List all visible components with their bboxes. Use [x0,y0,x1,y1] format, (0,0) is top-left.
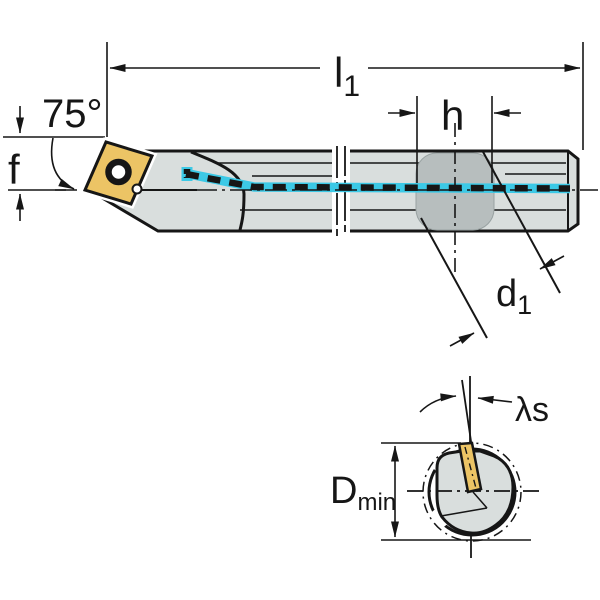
lambda-arrow-right [477,395,513,404]
dmin-label: Dmin [330,470,396,516]
coolant-hidden-line [185,170,571,192]
entering-angle-arc [50,137,75,190]
lambda-arrow-left [419,393,457,413]
d1-tangent-line-left [420,217,488,339]
dimension-dmin: Dmin [330,442,531,541]
insert-side-view [79,137,158,209]
tool-side-view [55,123,598,273]
f-label: f [8,146,20,193]
d1-arrow-left [449,332,475,347]
h-label: h [441,92,464,139]
dimension-f: f [3,106,105,221]
insert-screw-hole [105,158,132,186]
circle-gap-lower [430,509,448,528]
insert-axis-line [464,446,478,493]
d1-label: d1 [496,273,532,320]
main-view: l1 [3,42,598,347]
head-blend-contour [190,150,246,231]
nose-radius-marker [131,183,143,195]
coolant-channel [181,167,571,194]
dimension-entering-angle: 75° [42,92,103,190]
dimension-d1: d1 [420,149,565,347]
min-bore-circle [422,442,522,542]
dimension-lambda-s: λs [419,391,549,429]
lambda-s-label: λs [515,391,549,429]
section-edge-line-2 [440,507,488,517]
l1-label: l1 [334,49,360,103]
d1-arrow-right [539,255,565,270]
section-edge-line-1 [472,491,488,509]
entering-angle-label: 75° [42,92,103,136]
end-view: Dmin λs [330,376,549,558]
dimension-l1: l1 [106,42,584,150]
